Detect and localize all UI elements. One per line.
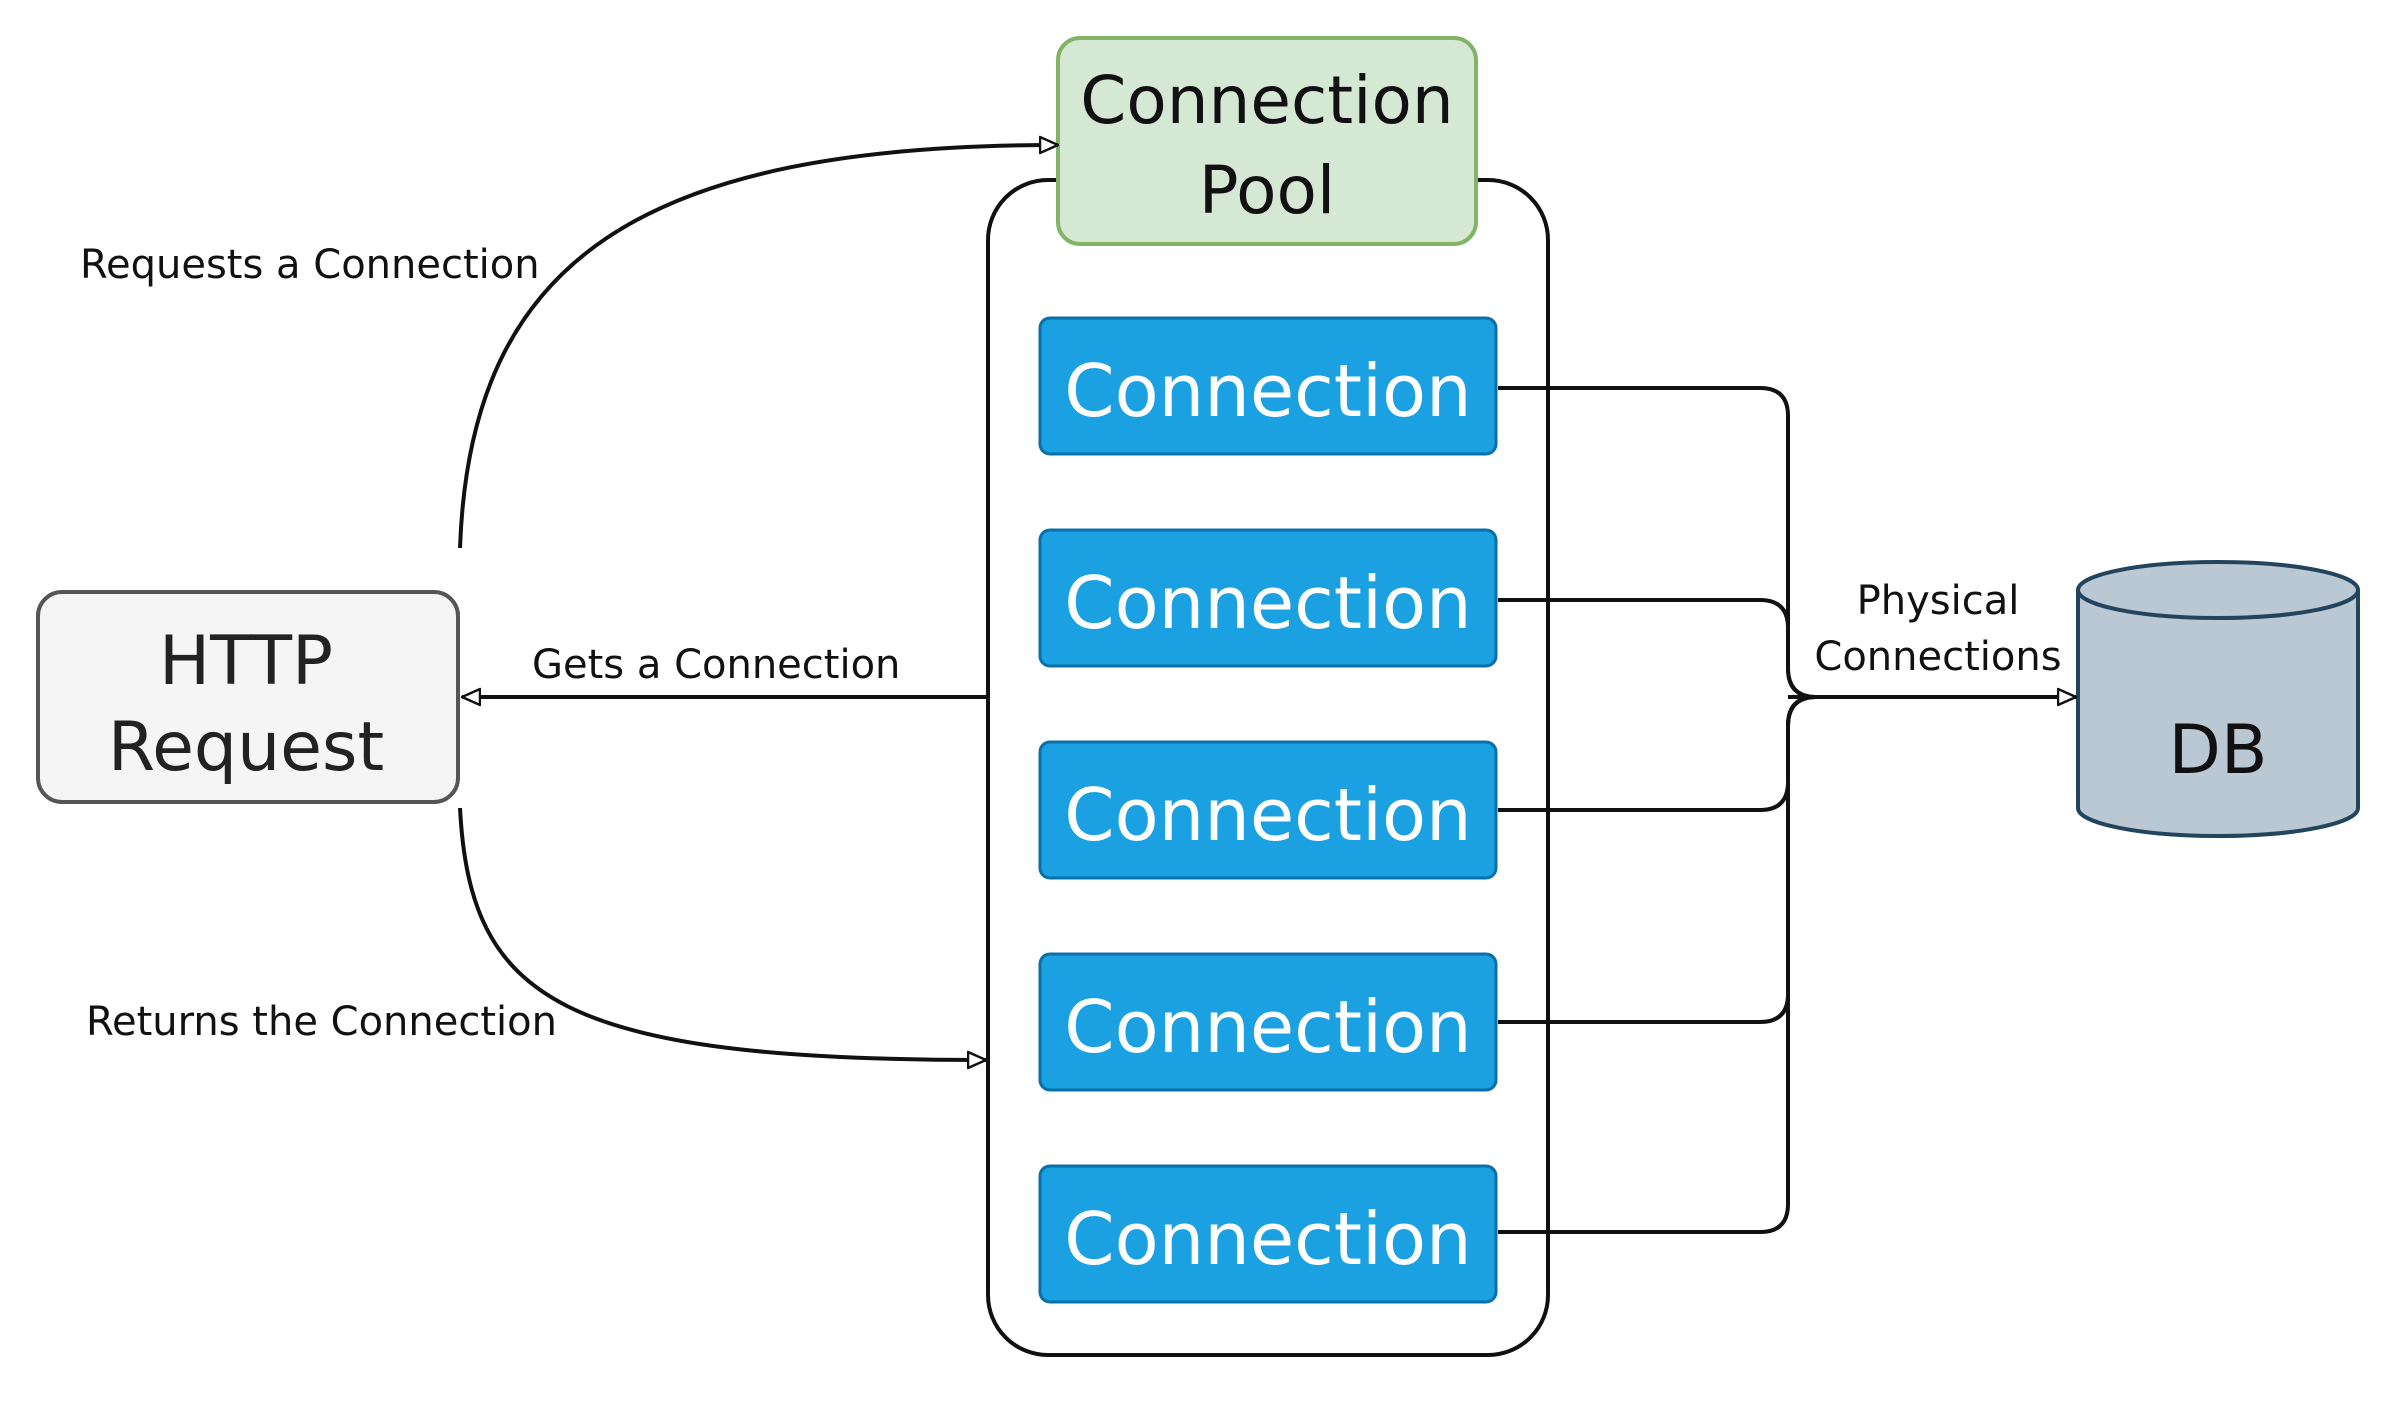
connection-label: Connection	[1064, 561, 1471, 645]
connection-label: Connection	[1064, 1197, 1471, 1281]
physical-line-1	[1498, 598, 1817, 699]
connection-node-3: Connection	[1038, 952, 1498, 1092]
edge-label-physical-line1: Physical	[1857, 578, 2020, 624]
http-request-label-line1: HTTP	[159, 622, 333, 701]
physical-line-2	[1498, 695, 1817, 812]
connection-node-1: Connection	[1038, 528, 1498, 668]
http-request-node: HTTP Request	[36, 590, 460, 804]
connection-node-0: Connection	[1038, 316, 1498, 456]
edge-label-requests: Requests a Connection	[80, 242, 540, 288]
connection-node-4: Connection	[1038, 1164, 1498, 1304]
edge-label-returns: Returns the Connection	[86, 999, 557, 1045]
connection-pool-label-line2: Pool	[1199, 152, 1336, 229]
edge-label-physical-line2: Connections	[1814, 634, 2061, 680]
connection-node-2: Connection	[1038, 740, 1498, 880]
db-label: DB	[2168, 711, 2267, 790]
connection-pool-node: Connection Pool	[1056, 36, 1478, 246]
edge-requests-connection	[458, 145, 1058, 549]
edge-label-gets: Gets a Connection	[532, 642, 900, 688]
connection-label: Connection	[1064, 773, 1471, 857]
connection-pool-label-line1: Connection	[1080, 62, 1453, 139]
physical-connection-lines	[1498, 386, 2076, 1234]
db-node: DB	[2076, 560, 2360, 838]
connection-label: Connection	[1064, 985, 1471, 1069]
physical-line-4	[1498, 695, 1817, 1234]
http-request-label-line2: Request	[108, 708, 384, 787]
edge-returns-connection	[458, 807, 986, 1060]
physical-line-3	[1498, 695, 1817, 1024]
physical-line-0	[1498, 386, 1817, 699]
connection-label: Connection	[1064, 349, 1471, 433]
